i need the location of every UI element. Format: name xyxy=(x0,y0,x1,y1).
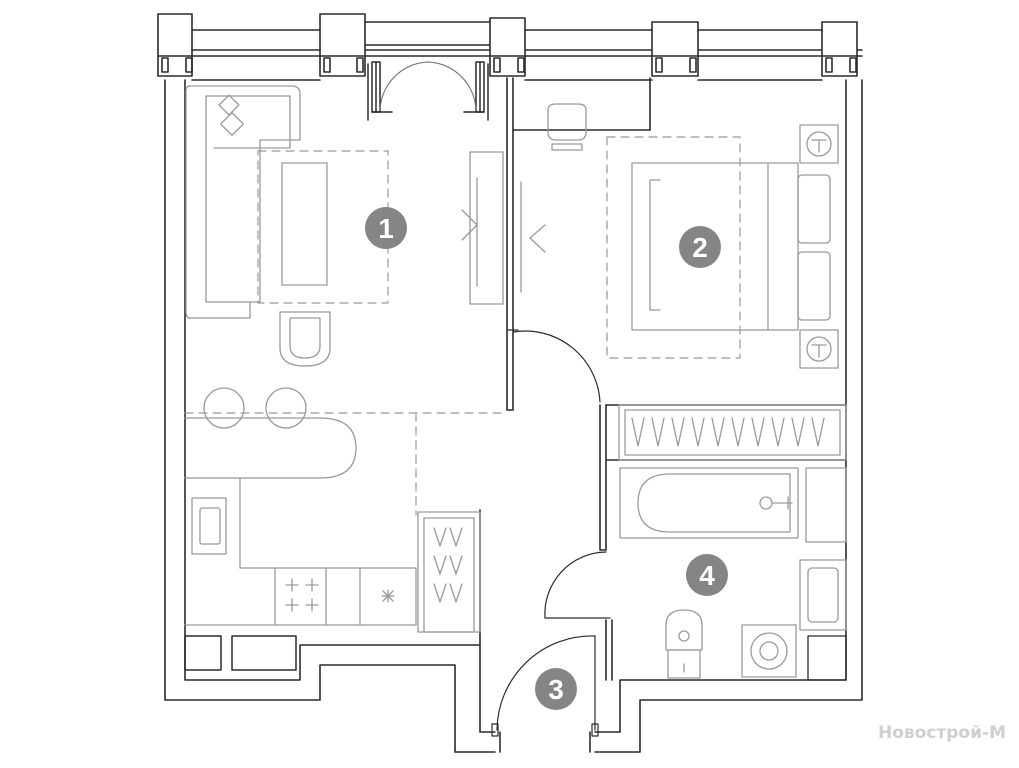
armchair xyxy=(279,311,331,367)
room-marker-3: 3 xyxy=(535,668,577,710)
washing-machine xyxy=(741,624,797,678)
outer-wall-outline-right xyxy=(594,79,863,753)
interior-walls xyxy=(479,77,847,753)
room-label-4: 4 xyxy=(699,560,715,591)
toilet xyxy=(665,609,703,679)
kitchen-counter xyxy=(184,477,417,626)
desk-chair xyxy=(547,103,587,141)
kitchen-sink xyxy=(191,497,227,555)
bar-stools xyxy=(203,387,307,429)
balcony-door xyxy=(367,61,489,121)
kitchen-island xyxy=(184,417,357,479)
entrance-door-arc xyxy=(496,635,596,731)
room-marker-4: 4 xyxy=(686,554,728,596)
room-label-3: 3 xyxy=(548,674,564,705)
bathroom-fixtures xyxy=(619,467,847,681)
tv-triangle-left xyxy=(461,209,478,241)
bathroom-door-arc xyxy=(544,551,607,619)
inner-wall-outline xyxy=(184,79,496,733)
kitchen-unit-mark xyxy=(381,589,395,603)
room-marker-2: 2 xyxy=(679,226,721,268)
living-furniture xyxy=(185,85,546,367)
watermark: Новострой-М xyxy=(878,723,1006,743)
bedroom-furniture xyxy=(547,103,847,461)
room-label-1: 1 xyxy=(378,213,394,244)
bath-sink xyxy=(799,559,847,631)
doors xyxy=(491,329,611,737)
kitchen xyxy=(184,417,481,633)
nightstand-bottom xyxy=(799,329,839,369)
zone-dashes xyxy=(184,136,741,516)
bath-cabinet xyxy=(805,467,847,543)
tv-unit xyxy=(469,151,504,305)
coffee-table xyxy=(281,162,328,286)
bedroom-wardrobe-hangers xyxy=(631,417,825,447)
outer-wall-outline xyxy=(164,79,496,753)
hob xyxy=(285,578,319,612)
bedroom-rug xyxy=(606,136,741,359)
bed xyxy=(631,162,799,331)
bedroom-wardrobe xyxy=(618,404,847,461)
sofa xyxy=(185,85,301,319)
hall-wardrobe-hangers xyxy=(433,527,463,603)
nightstand-top xyxy=(799,124,839,164)
facade-windows xyxy=(157,13,863,81)
bedroom-door-arc xyxy=(512,330,601,403)
bath-column xyxy=(807,635,847,681)
bathtub xyxy=(619,467,799,539)
cushion xyxy=(218,94,244,136)
room-marker-1: 1 xyxy=(365,207,407,249)
hall-wardrobe xyxy=(417,511,481,633)
wall-pillars xyxy=(184,635,297,671)
room-label-2: 2 xyxy=(692,232,708,263)
